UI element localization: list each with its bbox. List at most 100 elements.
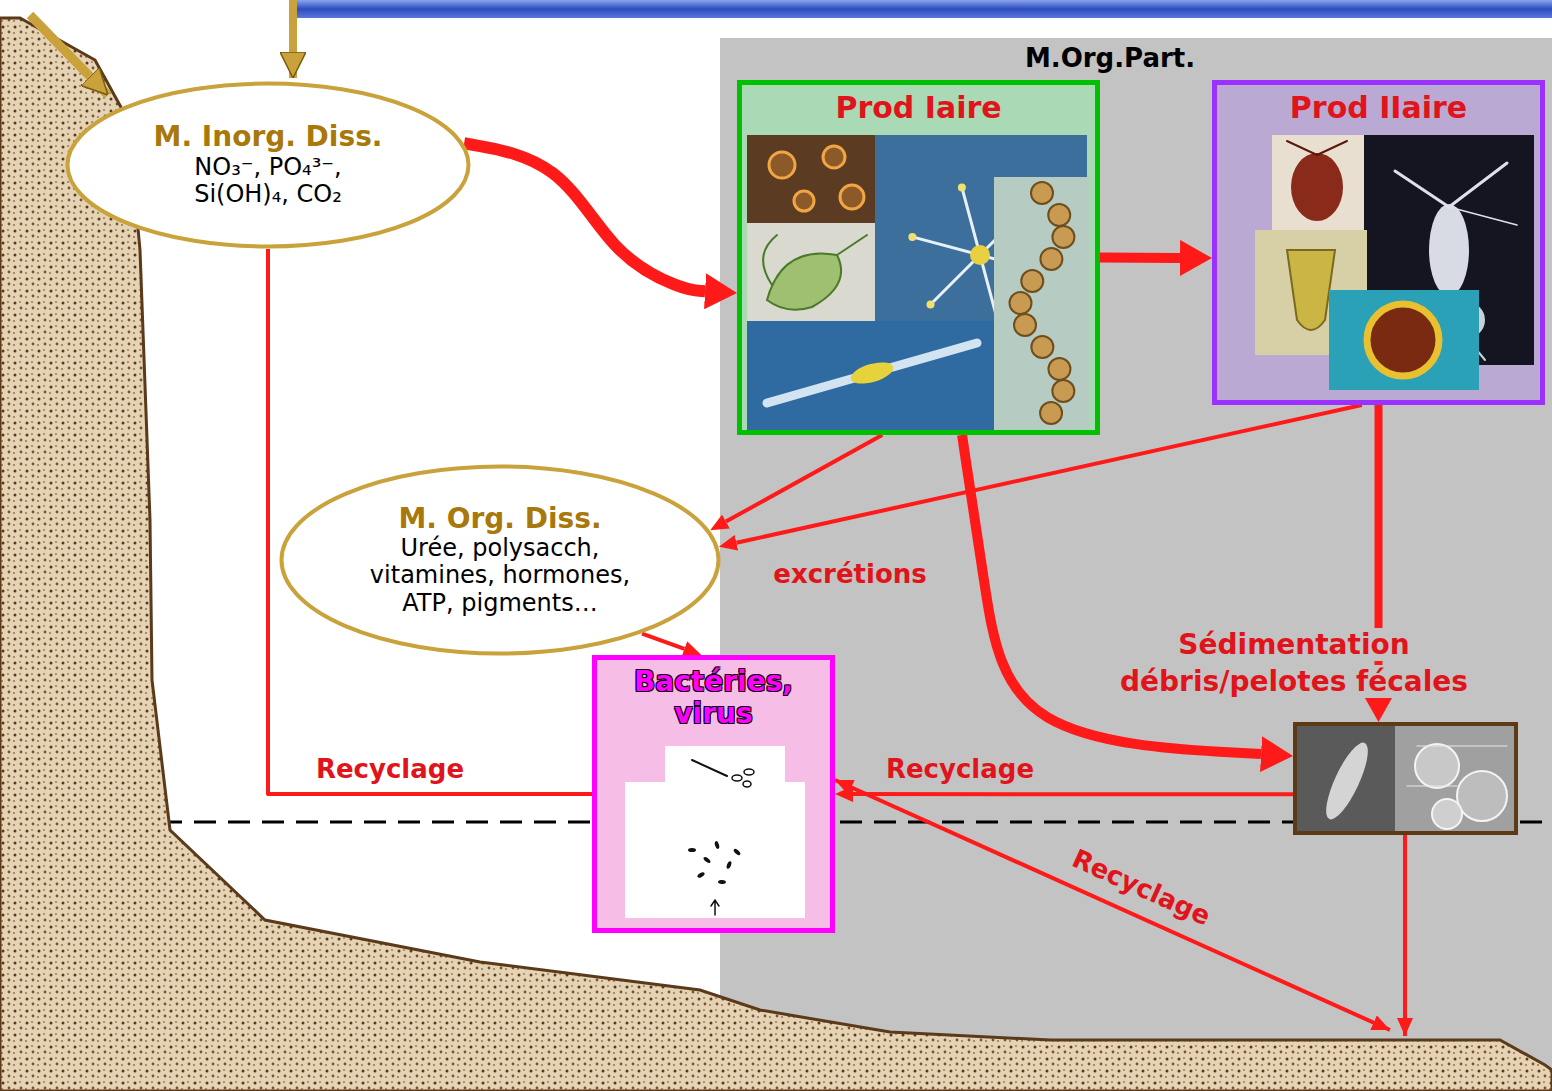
organism-shape	[1318, 738, 1375, 824]
organism-outline	[1449, 207, 1517, 225]
organism-shape	[1031, 182, 1053, 204]
organism-shape	[1009, 292, 1031, 314]
edge-label: Recyclage	[311, 755, 469, 785]
node-title: Sédimentation débris/pelotes fécales	[1116, 628, 1472, 697]
organism-shape	[697, 871, 706, 879]
organism-outline	[711, 900, 719, 915]
node-body: NO₃⁻, PO₄³⁻, Si(OH)₄, CO₂	[148, 154, 388, 209]
organism-outline	[1287, 141, 1317, 155]
organism-outline	[692, 760, 727, 776]
ellipse-shape	[282, 467, 719, 654]
flow-connector	[726, 435, 882, 522]
organism-shape	[927, 300, 935, 308]
header-bar	[290, 0, 1552, 18]
organism-shape	[908, 233, 916, 241]
flow-connector	[962, 435, 1261, 754]
prod1-illustration	[742, 85, 1095, 430]
node-title: Prod Iaire	[835, 91, 1001, 126]
organism-shape	[1031, 336, 1053, 358]
organism-shape	[1048, 204, 1070, 226]
text-holder: Bactéries, virus	[597, 666, 830, 730]
seabed-sediment	[0, 18, 1552, 1091]
organism-shape	[1048, 358, 1070, 380]
organism-shape	[688, 848, 696, 852]
organism-shape	[1429, 204, 1469, 296]
organism-shape	[1457, 771, 1507, 821]
organism-shape	[823, 146, 845, 168]
organism-outline	[912, 237, 980, 255]
sediment-debris-box: Sédimentation débris/pelotes fécales	[1293, 722, 1518, 835]
organism-outline	[837, 235, 867, 255]
organism-outline	[1449, 163, 1507, 207]
organism-shape	[769, 152, 795, 178]
organism-shape	[1052, 226, 1074, 248]
organism-outline	[625, 746, 805, 918]
ellipse-shape	[68, 84, 469, 247]
text-holder: Prod IIaire	[1217, 91, 1540, 126]
flow-connector	[642, 634, 684, 649]
prod2-illustration	[1217, 85, 1540, 400]
debris-illustration	[1297, 726, 1514, 831]
organism-shape	[732, 775, 742, 781]
organism-shape	[718, 880, 726, 885]
flow-connector	[1100, 253, 1180, 263]
text-holder: M. Inorg. Diss.NO₃⁻, PO₄³⁻, Si(OH)₄, CO₂	[148, 121, 388, 208]
organism-shape	[1040, 402, 1062, 424]
organism-shape	[970, 245, 990, 265]
micrograph-tile	[1329, 290, 1479, 390]
organism-shape	[703, 856, 712, 864]
process-label: Recyclage	[1063, 842, 1219, 934]
node-title: Prod IIaire	[1290, 91, 1467, 126]
organism-shape	[848, 358, 895, 387]
organism-shape	[1052, 380, 1074, 402]
organism-outline	[931, 255, 980, 304]
primary-production-box: Prod Iaire	[737, 80, 1100, 435]
organism-shape	[1432, 799, 1462, 829]
organism-outline	[1395, 171, 1449, 207]
inorganic-matter-ellipse: M. Inorg. Diss.NO₃⁻, PO₄³⁻, Si(OH)₄, CO₂	[65, 81, 471, 249]
flow-connector	[853, 792, 1293, 796]
micrograph-tile	[994, 177, 1090, 430]
node-title: M. Inorg. Diss.	[154, 121, 383, 153]
input-arrow	[289, 0, 297, 78]
organism-shape	[1415, 744, 1459, 788]
node-title: M.Org.Part.	[1025, 44, 1195, 74]
text-holder: Prod Iaire	[742, 91, 1095, 126]
input-arrow	[30, 15, 108, 95]
organism-shape	[743, 781, 751, 787]
text-holder: M.Org.Part.	[1025, 44, 1195, 74]
node-body: Urée, polysacch, vitamines, hormones, AT…	[350, 535, 650, 618]
organism-shape	[958, 183, 966, 191]
organism-shape	[744, 769, 754, 775]
organism-outline	[962, 187, 980, 255]
micrograph-tile	[747, 223, 875, 321]
flow-connector	[464, 143, 705, 291]
micrograph-tile	[1395, 726, 1514, 831]
micrograph-tile	[1297, 726, 1395, 831]
particulate-zone-ground	[720, 38, 1552, 1091]
organism-shape	[840, 185, 864, 209]
text-holder: M. Org. Diss.Urée, polysacch, vitamines,…	[350, 503, 650, 618]
node-title: M. Org. Diss.	[398, 503, 601, 535]
organism-shape	[714, 841, 720, 850]
bacteria-virus-box: Bactéries, virus	[592, 655, 835, 933]
node-title: Bactéries, virus	[614, 666, 814, 730]
text-holder: Sédimentation débris/pelotes fécales	[1094, 627, 1494, 700]
organism-shape	[1014, 314, 1036, 336]
organism-shape	[733, 848, 742, 856]
organism-outline	[1317, 141, 1347, 155]
process-label: excrétions	[768, 560, 931, 590]
organism-outline	[767, 343, 977, 403]
organic-matter-ellipse: M. Org. Diss.Urée, polysacch, vitamines,…	[279, 464, 721, 656]
organism-outline	[1407, 746, 1507, 786]
micrograph-tile	[747, 135, 875, 223]
organism-outline	[763, 235, 777, 285]
organism-shape	[1291, 153, 1343, 221]
secondary-production-box: Prod IIaire	[1212, 80, 1545, 405]
particulate-matter-region: Prod Iaire Prod IIaireSédimentation débri…	[720, 40, 1552, 1000]
organism-shape	[1367, 304, 1439, 376]
organism-shape	[794, 191, 814, 211]
micrograph-tile	[747, 321, 994, 430]
organism-outline	[1287, 250, 1335, 330]
